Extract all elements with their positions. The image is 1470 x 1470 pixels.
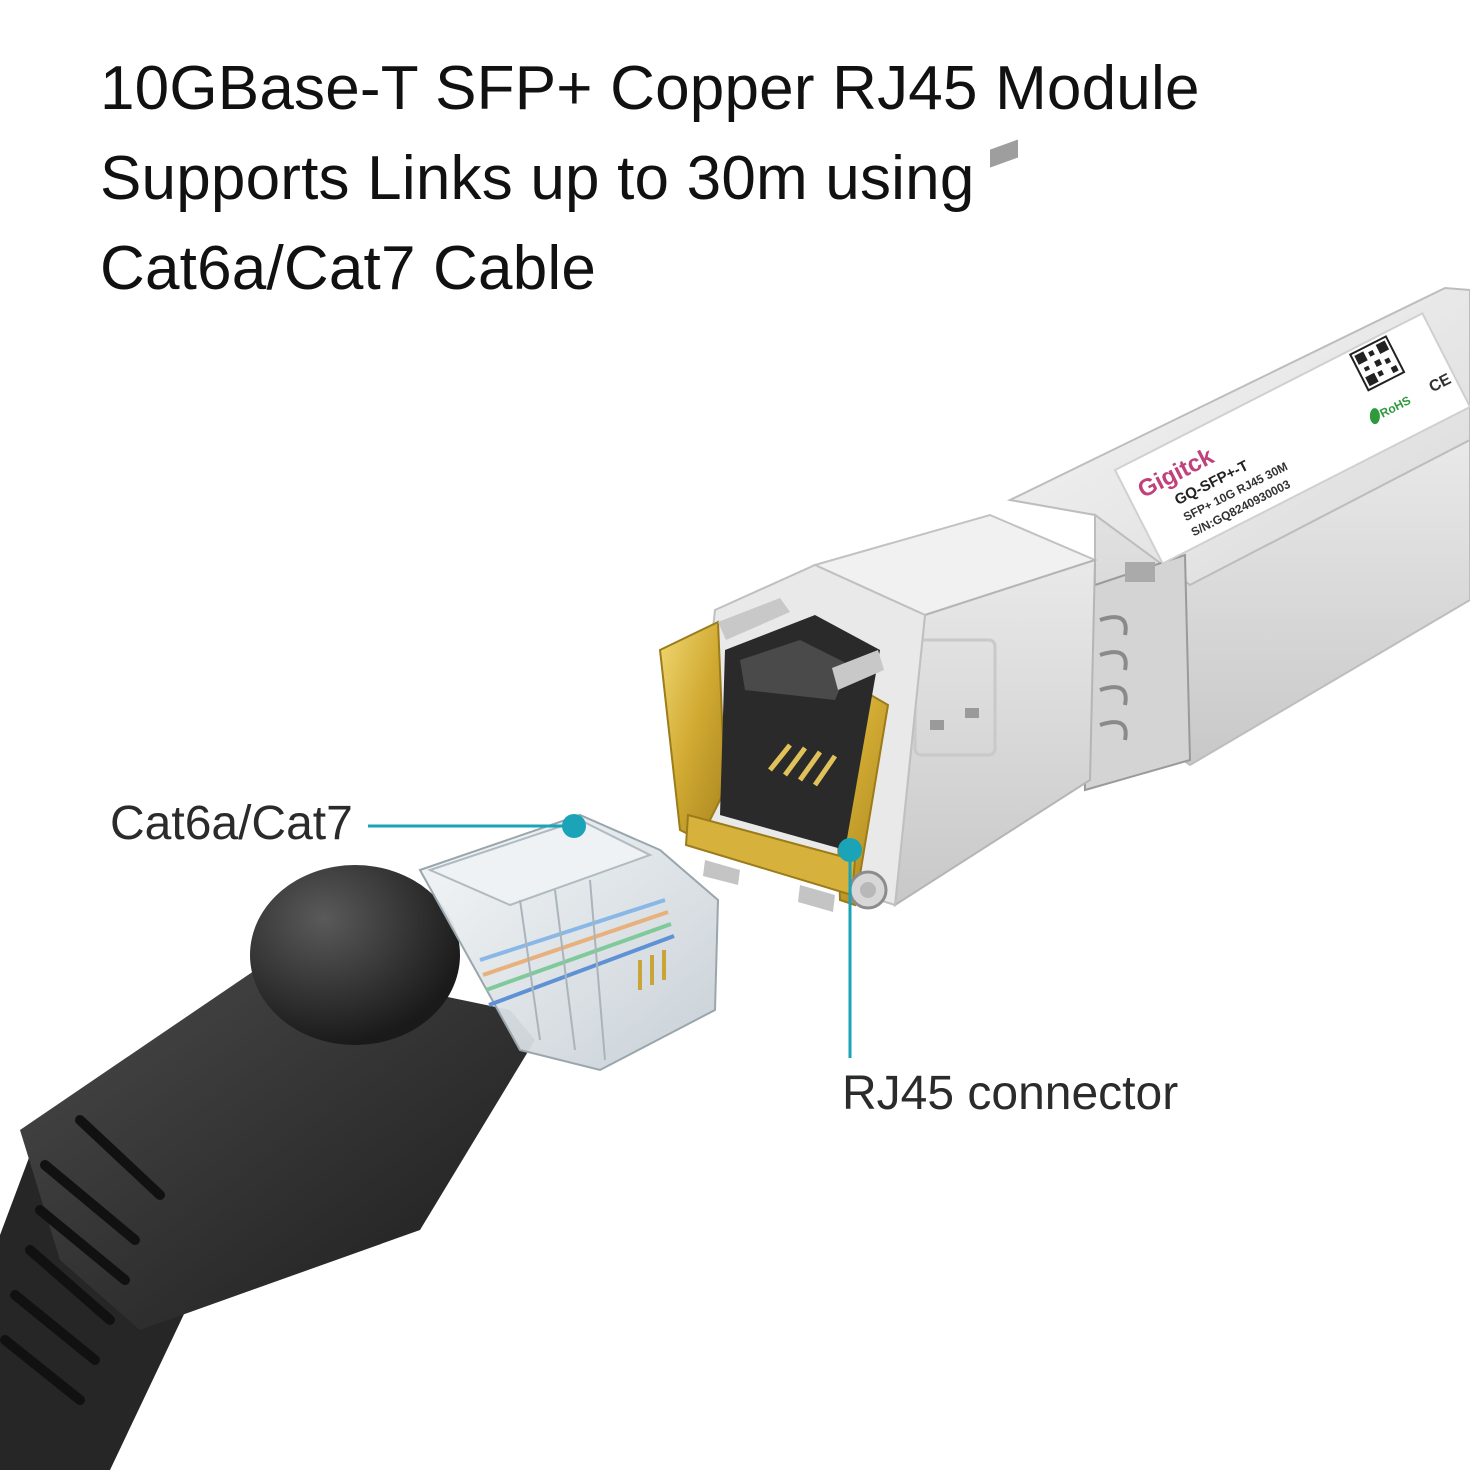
jack-latch [718, 598, 790, 640]
callout-dot [838, 838, 862, 862]
jack-frame-gold [658, 620, 727, 842]
boot-dome [250, 865, 460, 1045]
headline-line-3: Cat6a/Cat7 Cable [100, 234, 597, 303]
housing-slot [965, 708, 979, 718]
plug-ribs [519, 879, 606, 1061]
callout-connector-label: RJ45 connector [842, 1067, 1179, 1120]
ethernet-cable [0, 813, 720, 1470]
sfp-module [658, 139, 1470, 912]
latch-tab [1078, 553, 1192, 792]
plug-contacts [638, 950, 666, 990]
headline-line-1: 10GBase-T SFP+ Copper RJ45 Module [100, 54, 1200, 123]
vent-window [990, 139, 1018, 168]
headline-line-2: Supports Links up to 30m using [100, 144, 975, 213]
spring-clips [1099, 615, 1128, 741]
callout-cable [368, 814, 586, 838]
rohs-leaf-icon [1369, 408, 1380, 425]
jack-cavity-top [740, 640, 850, 700]
jack-contact-pins [768, 743, 838, 787]
module-label: Gigitck GQ-SFP+-T SFP+ 10G RJ45 30M S/N:… [1113, 312, 1470, 565]
vent-window [1125, 562, 1155, 582]
module-foot [703, 860, 740, 885]
cable-boot [20, 960, 535, 1330]
module-foot [798, 885, 835, 912]
jack-latch [832, 650, 884, 690]
callout-dot [562, 814, 586, 838]
plug-top [427, 818, 653, 907]
callout-connector [838, 838, 862, 1058]
callout-cable-label: Cat6a/Cat7 [110, 797, 353, 850]
plug-wires [479, 898, 675, 1007]
housing-slot [930, 720, 944, 730]
qr-code-icon [1348, 335, 1406, 392]
headline: 10GBase-T SFP+ Copper RJ45 Module Suppor… [100, 44, 1350, 314]
boot-ridges [0, 1115, 165, 1405]
